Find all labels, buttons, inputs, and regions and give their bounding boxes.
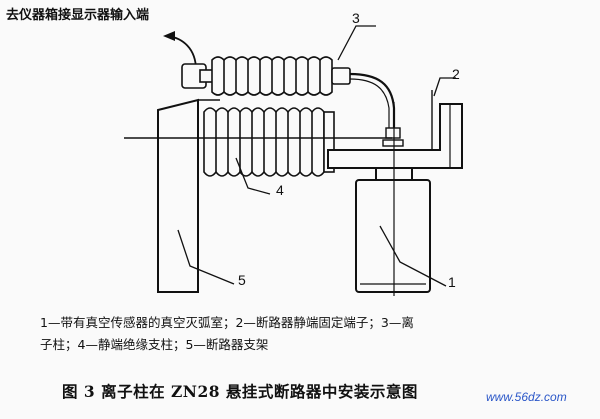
- legend-line-1: 1—带有真空传感器的真空灭弧室；2—断路器静端固定端子；3—离: [40, 315, 414, 330]
- callout-3: 3: [352, 10, 360, 26]
- insulating-support: [203, 107, 335, 177]
- watermark: www.56dz.com: [486, 390, 567, 404]
- ion-column: [181, 56, 351, 96]
- callout-5: 5: [238, 272, 246, 288]
- legend: 1—带有真空传感器的真空灭弧室；2—断路器静端固定端子；3—离 子柱；4—静端绝…: [40, 312, 588, 356]
- leader-lines: [177, 25, 456, 287]
- callout-4: 4: [276, 182, 284, 198]
- callout-2: 2: [452, 66, 460, 82]
- legend-line-2: 子柱；4—静端绝缘支柱；5—断路器支架: [40, 337, 269, 352]
- breaker-frame: [157, 98, 199, 293]
- instrument-box-label: 去仪器箱接显示器输入端: [6, 8, 150, 23]
- callout-1: 1: [448, 274, 456, 290]
- fixed-terminal: [327, 103, 463, 169]
- vacuum-interrupter: [355, 167, 431, 293]
- figure-caption: 图 3 离子柱在 ZN28 悬挂式断路器中安装示意图: [62, 382, 418, 401]
- signal-arrowhead: [163, 31, 175, 41]
